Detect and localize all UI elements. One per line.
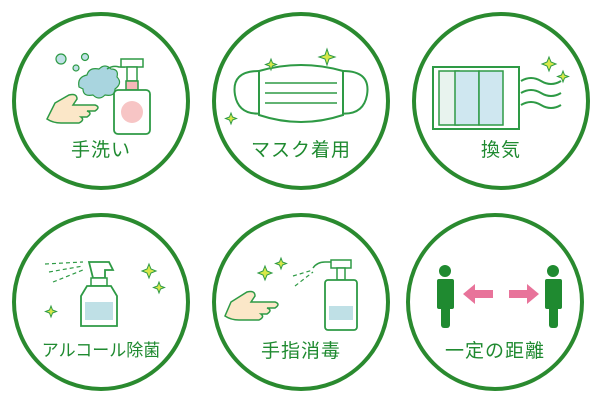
label-mask: マスク着用 (250, 139, 351, 161)
label-ventilation: 換気 (480, 139, 521, 161)
mask-icon (212, 12, 390, 190)
badge-alcohol: アルコール除菌 (9, 210, 193, 394)
label-sanitizer: 手指消毒 (260, 340, 341, 362)
badge-distance: 一定の距離 (403, 210, 587, 394)
badge-ventilation: 換気 (409, 9, 593, 193)
hand-sanitizer-icon (212, 213, 390, 391)
window-ventilation-icon (412, 12, 590, 190)
hand-washing-icon (12, 12, 190, 190)
label-alcohol: アルコール除菌 (41, 341, 161, 361)
alcohol-spray-icon (12, 213, 190, 391)
label-hand-washing: 手洗い (70, 139, 131, 161)
label-distance: 一定の距離 (444, 340, 545, 362)
social-distance-icon (406, 213, 584, 391)
badge-mask: マスク着用 (209, 9, 393, 193)
badge-sanitizer: 手指消毒 (209, 210, 393, 394)
badge-hand-washing: 手洗い (9, 9, 193, 193)
